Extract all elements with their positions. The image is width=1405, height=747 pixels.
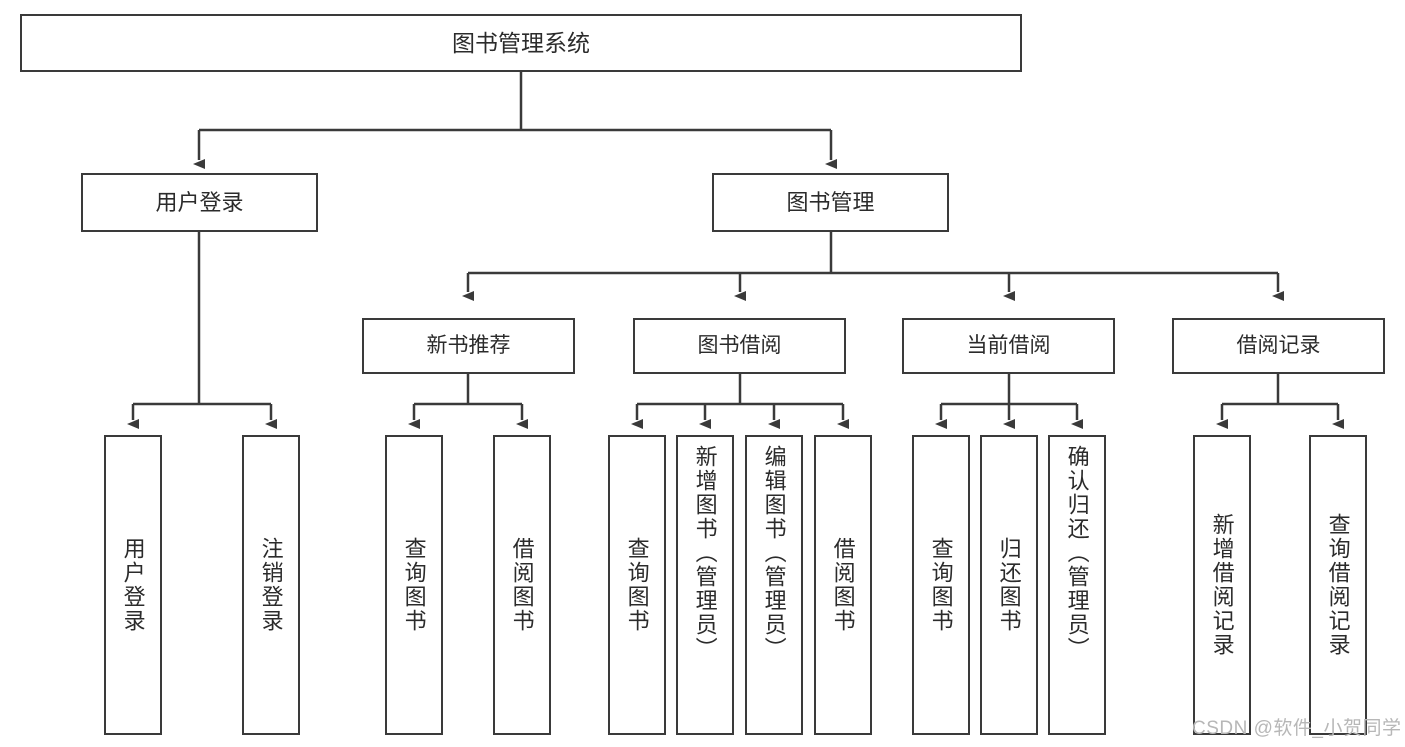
node-book-borrow[interactable]: 图书借阅 bbox=[633, 318, 846, 374]
node-user-login[interactable]: 用户登录 bbox=[81, 173, 318, 232]
leaf-user-login[interactable]: 用户登录 bbox=[104, 435, 162, 735]
leaf-return-book[interactable]: 归还图书 bbox=[980, 435, 1038, 735]
leaf-borrow-book-recommend[interactable]: 借阅图书 bbox=[493, 435, 551, 735]
csdn-watermark: CSDN @软件_小贺同学 bbox=[1192, 718, 1402, 739]
leaf-edit-book-admin[interactable]: 编辑图书（管理员） bbox=[745, 435, 803, 735]
leaf-add-book-admin[interactable]: 新增图书（管理员） bbox=[676, 435, 734, 735]
leaf-query-borrow-record[interactable]: 查询借阅记录 bbox=[1309, 435, 1367, 735]
leaf-borrow-book[interactable]: 借阅图书 bbox=[814, 435, 872, 735]
node-new-book-recommend[interactable]: 新书推荐 bbox=[362, 318, 575, 374]
leaf-query-book-current[interactable]: 查询图书 bbox=[912, 435, 970, 735]
node-borrow-record[interactable]: 借阅记录 bbox=[1172, 318, 1385, 374]
node-current-borrow[interactable]: 当前借阅 bbox=[902, 318, 1115, 374]
leaf-add-borrow-record[interactable]: 新增借阅记录 bbox=[1193, 435, 1251, 735]
node-book-management[interactable]: 图书管理 bbox=[712, 173, 949, 232]
node-root[interactable]: 图书管理系统 bbox=[20, 14, 1022, 72]
leaf-query-book-recommend[interactable]: 查询图书 bbox=[385, 435, 443, 735]
leaf-query-book-borrow[interactable]: 查询图书 bbox=[608, 435, 666, 735]
leaf-confirm-return-admin[interactable]: 确认归还（管理员） bbox=[1048, 435, 1106, 735]
leaf-logout[interactable]: 注销登录 bbox=[242, 435, 300, 735]
